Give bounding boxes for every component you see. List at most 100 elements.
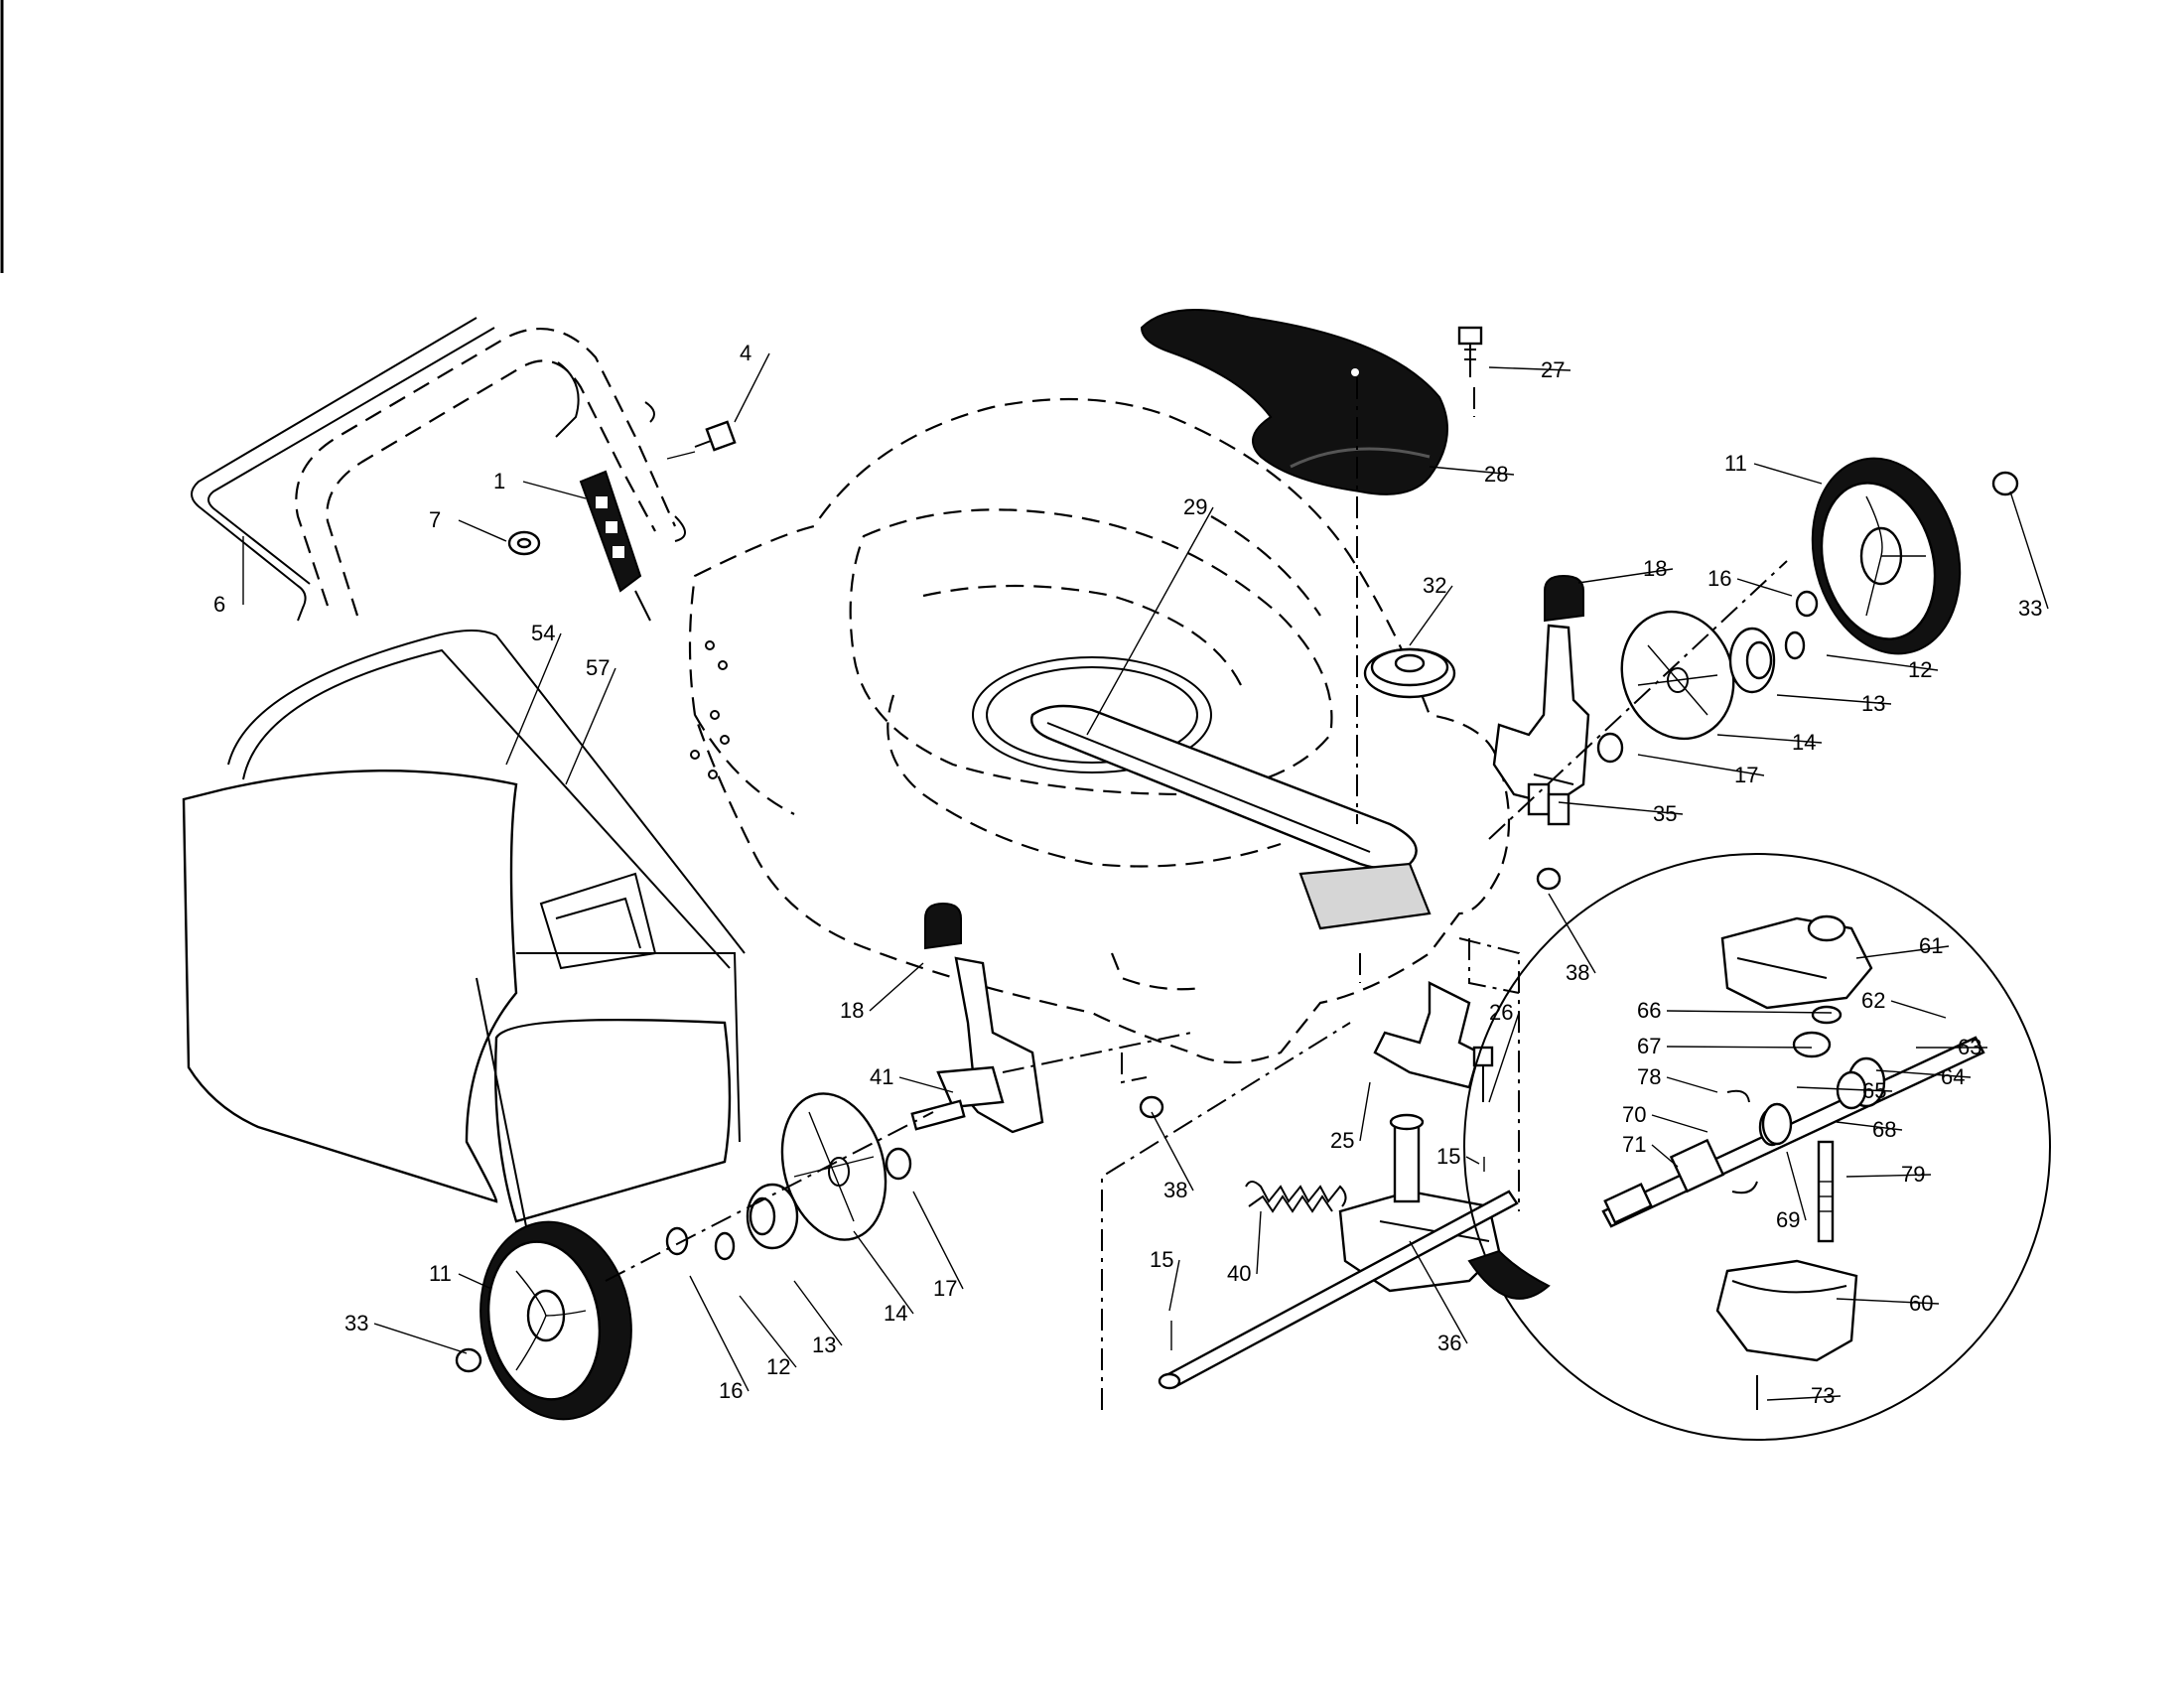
part-label-14a: 14 xyxy=(1792,730,1816,755)
leader-line-7 xyxy=(458,519,507,542)
leader-line-40 xyxy=(1256,1210,1262,1275)
washer-16-left xyxy=(665,1226,689,1256)
part-label-41: 41 xyxy=(870,1064,893,1089)
leader-line-60 xyxy=(1836,1298,1940,1305)
leader-line-13a xyxy=(1776,694,1892,705)
part-label-18a: 18 xyxy=(1643,556,1667,581)
leader-line-4 xyxy=(734,352,770,423)
leader-line-66 xyxy=(1666,1010,1833,1014)
part-label-17b: 17 xyxy=(933,1276,957,1301)
leader-line-16b xyxy=(689,1275,750,1392)
bearing-67 xyxy=(1792,1031,1832,1058)
leader-line-25 xyxy=(1359,1081,1371,1142)
leader-line-17b xyxy=(912,1191,964,1290)
part-label-63: 63 xyxy=(1958,1035,1981,1059)
leader-line-26 xyxy=(1488,1012,1520,1103)
leader-line-27 xyxy=(1488,366,1571,371)
leader-line-68 xyxy=(1836,1121,1903,1131)
leader-line-11a xyxy=(1753,463,1823,485)
hubcap-14-right xyxy=(1620,610,1735,741)
axle-line-left-wheel xyxy=(605,1111,934,1282)
part-label-62: 62 xyxy=(1861,988,1885,1013)
nut-38-right xyxy=(1536,867,1562,891)
leader-line-57 xyxy=(565,667,616,785)
part-label-12a: 12 xyxy=(1908,657,1932,682)
washer-17-right xyxy=(1596,732,1624,764)
leader-line-14b xyxy=(853,1230,914,1315)
axle-line-right xyxy=(1488,560,1788,840)
wheel-11-right xyxy=(1811,457,1962,655)
leader-line-67 xyxy=(1666,1046,1813,1049)
grass-bag xyxy=(182,630,746,1231)
part-label-28: 28 xyxy=(1484,462,1508,487)
leader-line-16a xyxy=(1736,578,1793,597)
part-label-15a: 15 xyxy=(1436,1144,1460,1169)
leader-line-38b xyxy=(1151,1111,1194,1192)
belt-cover xyxy=(1140,309,1448,495)
part-label-68: 68 xyxy=(1872,1117,1896,1142)
mower-deck xyxy=(688,397,1511,1064)
part-label-11b: 11 xyxy=(429,1261,452,1286)
leader-line-38a xyxy=(1548,893,1596,974)
gearbox-housing-61 xyxy=(1720,914,1873,1010)
leader-line-18b xyxy=(869,962,924,1012)
gearbox-lower-housing-60 xyxy=(1715,1259,1858,1362)
leader-line-36 xyxy=(1409,1240,1468,1344)
drive-gear-13-right xyxy=(1728,627,1776,694)
part-label-36: 36 xyxy=(1437,1331,1461,1355)
washer-17-left xyxy=(885,1147,912,1181)
leader-line-11b xyxy=(458,1273,492,1290)
part-label-65: 65 xyxy=(1862,1078,1886,1103)
leader-line-70 xyxy=(1651,1114,1708,1133)
height-adjuster-left xyxy=(910,902,1044,1134)
leader-line-15a xyxy=(1465,1156,1480,1165)
part-label-32: 32 xyxy=(1423,573,1446,598)
leader-line-13b xyxy=(793,1280,843,1346)
part-label-13a: 13 xyxy=(1861,691,1885,716)
part-label-67: 67 xyxy=(1637,1034,1661,1058)
leader-line-15b xyxy=(1168,1259,1180,1312)
callout-layer: 1467111112121313141415151616171718182526… xyxy=(213,341,2049,1408)
leader-line-62 xyxy=(1890,1000,1947,1019)
part-label-78: 78 xyxy=(1637,1064,1661,1089)
part-label-70: 70 xyxy=(1622,1102,1646,1127)
leader-line-14a xyxy=(1716,734,1823,744)
nut-38-left xyxy=(1139,1095,1164,1119)
part-label-64: 64 xyxy=(1941,1064,1965,1089)
part-label-11a: 11 xyxy=(1724,451,1747,476)
leader-line-69 xyxy=(1786,1151,1807,1221)
hubcap-14-left xyxy=(780,1092,887,1241)
leader-line-79 xyxy=(1845,1174,1932,1178)
part-label-57: 57 xyxy=(586,655,610,680)
clip-12-left xyxy=(714,1231,736,1261)
part-label-16b: 16 xyxy=(719,1378,743,1403)
bearing-66 xyxy=(1811,1005,1843,1025)
assembly-frame-lines xyxy=(1101,937,1520,1410)
part-label-14b: 14 xyxy=(884,1301,907,1326)
part-label-33a: 33 xyxy=(2018,596,2042,621)
leader-line-73 xyxy=(1766,1395,1842,1401)
nut-33-right xyxy=(1991,471,2019,496)
gearbox-detail-callout xyxy=(1463,853,2051,1441)
leader-line-71 xyxy=(1651,1144,1679,1168)
part-label-69: 69 xyxy=(1776,1207,1800,1232)
part-label-27: 27 xyxy=(1541,357,1565,382)
part-label-6: 6 xyxy=(213,592,225,617)
nut-7 xyxy=(507,530,541,556)
part-label-73: 73 xyxy=(1811,1383,1835,1408)
leader-line-78 xyxy=(1666,1076,1718,1093)
axle-line-left xyxy=(1002,1032,1192,1073)
handle-assembly xyxy=(191,317,686,622)
part-label-35: 35 xyxy=(1653,801,1677,826)
worm-shaft-assembly xyxy=(1601,1036,1985,1228)
leader-line-32 xyxy=(1409,585,1453,646)
part-label-26: 26 xyxy=(1489,1000,1513,1025)
leader-line-12b xyxy=(739,1295,797,1368)
part-label-15b: 15 xyxy=(1150,1247,1173,1272)
leader-line-18a xyxy=(1577,568,1674,584)
leader-line-64 xyxy=(1875,1069,1972,1078)
leader-line-29 xyxy=(1086,506,1214,736)
wheel-11-left xyxy=(479,1220,632,1421)
part-label-16a: 16 xyxy=(1707,566,1731,591)
